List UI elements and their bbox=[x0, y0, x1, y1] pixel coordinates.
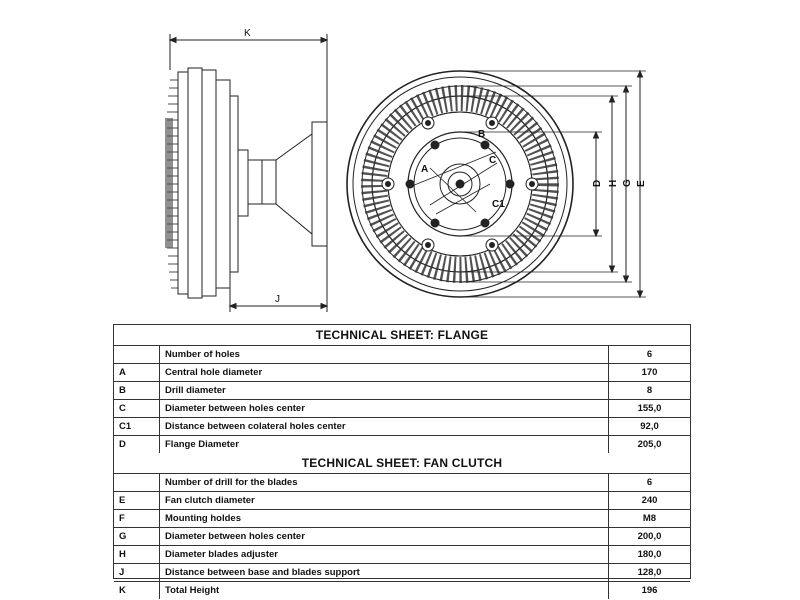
dimension-label-g: G bbox=[622, 179, 633, 187]
row-value: 155,0 bbox=[637, 403, 662, 414]
dimension-label-j: J bbox=[275, 294, 280, 305]
flange-row: Number of holes 6 bbox=[114, 346, 690, 364]
row-description: Diameter between holes center bbox=[160, 400, 609, 417]
row-code: H bbox=[114, 546, 160, 563]
row-code: B bbox=[114, 382, 160, 399]
row-code: A bbox=[114, 364, 160, 381]
row-value: 180,0 bbox=[637, 549, 662, 560]
row-value: 128,0 bbox=[637, 567, 662, 578]
row-description: Diameter blades adjuster bbox=[160, 546, 609, 563]
row-code bbox=[114, 474, 160, 491]
dimension-label-h: H bbox=[608, 180, 619, 187]
dimension-label-a: A bbox=[421, 164, 428, 175]
row-description: Distance between colateral holes center bbox=[160, 418, 609, 435]
side-view bbox=[165, 34, 329, 312]
dimension-label-c1: C1 bbox=[492, 199, 505, 210]
row-value: 6 bbox=[646, 477, 653, 488]
technical-drawing: K J bbox=[165, 28, 647, 312]
technical-sheet: TECHNICAL SHEET: FLANGE Number of holes 6… bbox=[113, 324, 691, 599]
fan-clutch-title: TECHNICAL SHEET: FAN CLUTCH bbox=[114, 453, 690, 474]
flange-title: TECHNICAL SHEET: FLANGE bbox=[114, 325, 690, 346]
row-code: G bbox=[114, 528, 160, 545]
dimension-label-b: B bbox=[478, 129, 485, 140]
row-code: E bbox=[114, 492, 160, 509]
row-code: C1 bbox=[114, 418, 160, 435]
row-value: M8 bbox=[642, 513, 657, 524]
dimension-label-k: K bbox=[244, 28, 251, 39]
row-description: Diameter between holes center bbox=[160, 528, 609, 545]
row-description: Number of holes bbox=[160, 346, 609, 363]
fan-clutch-row: Number of drill for the blades 6 bbox=[114, 474, 690, 492]
row-code: J bbox=[114, 564, 160, 581]
row-code: K bbox=[114, 582, 160, 599]
row-description: Central hole diameter bbox=[160, 364, 609, 381]
row-code: C bbox=[114, 400, 160, 417]
row-code bbox=[114, 346, 160, 363]
row-value: 8 bbox=[646, 385, 653, 396]
row-description: Total Height bbox=[160, 582, 609, 599]
dimension-label-e: E bbox=[636, 180, 647, 187]
row-description: Fan clutch diameter bbox=[160, 492, 609, 509]
row-description: Mounting holdes bbox=[160, 510, 609, 527]
row-description: Flange Diameter bbox=[160, 436, 609, 453]
row-value: 240 bbox=[641, 495, 658, 506]
dimension-label-d: D bbox=[592, 180, 603, 187]
row-value: 6 bbox=[646, 349, 653, 360]
dimension-label-c: C bbox=[489, 155, 496, 166]
row-description: Drill diameter bbox=[160, 382, 609, 399]
row-value: 200,0 bbox=[637, 531, 662, 542]
row-value: 170 bbox=[641, 367, 658, 378]
front-view bbox=[346, 69, 646, 299]
row-description: Number of drill for the blades bbox=[160, 474, 609, 491]
row-value: 205,0 bbox=[637, 439, 662, 450]
row-code: D bbox=[114, 436, 160, 453]
row-code: F bbox=[114, 510, 160, 527]
row-value: 92,0 bbox=[640, 421, 659, 432]
row-description: Distance between base and blades support bbox=[160, 564, 609, 581]
row-value: 196 bbox=[641, 585, 658, 596]
